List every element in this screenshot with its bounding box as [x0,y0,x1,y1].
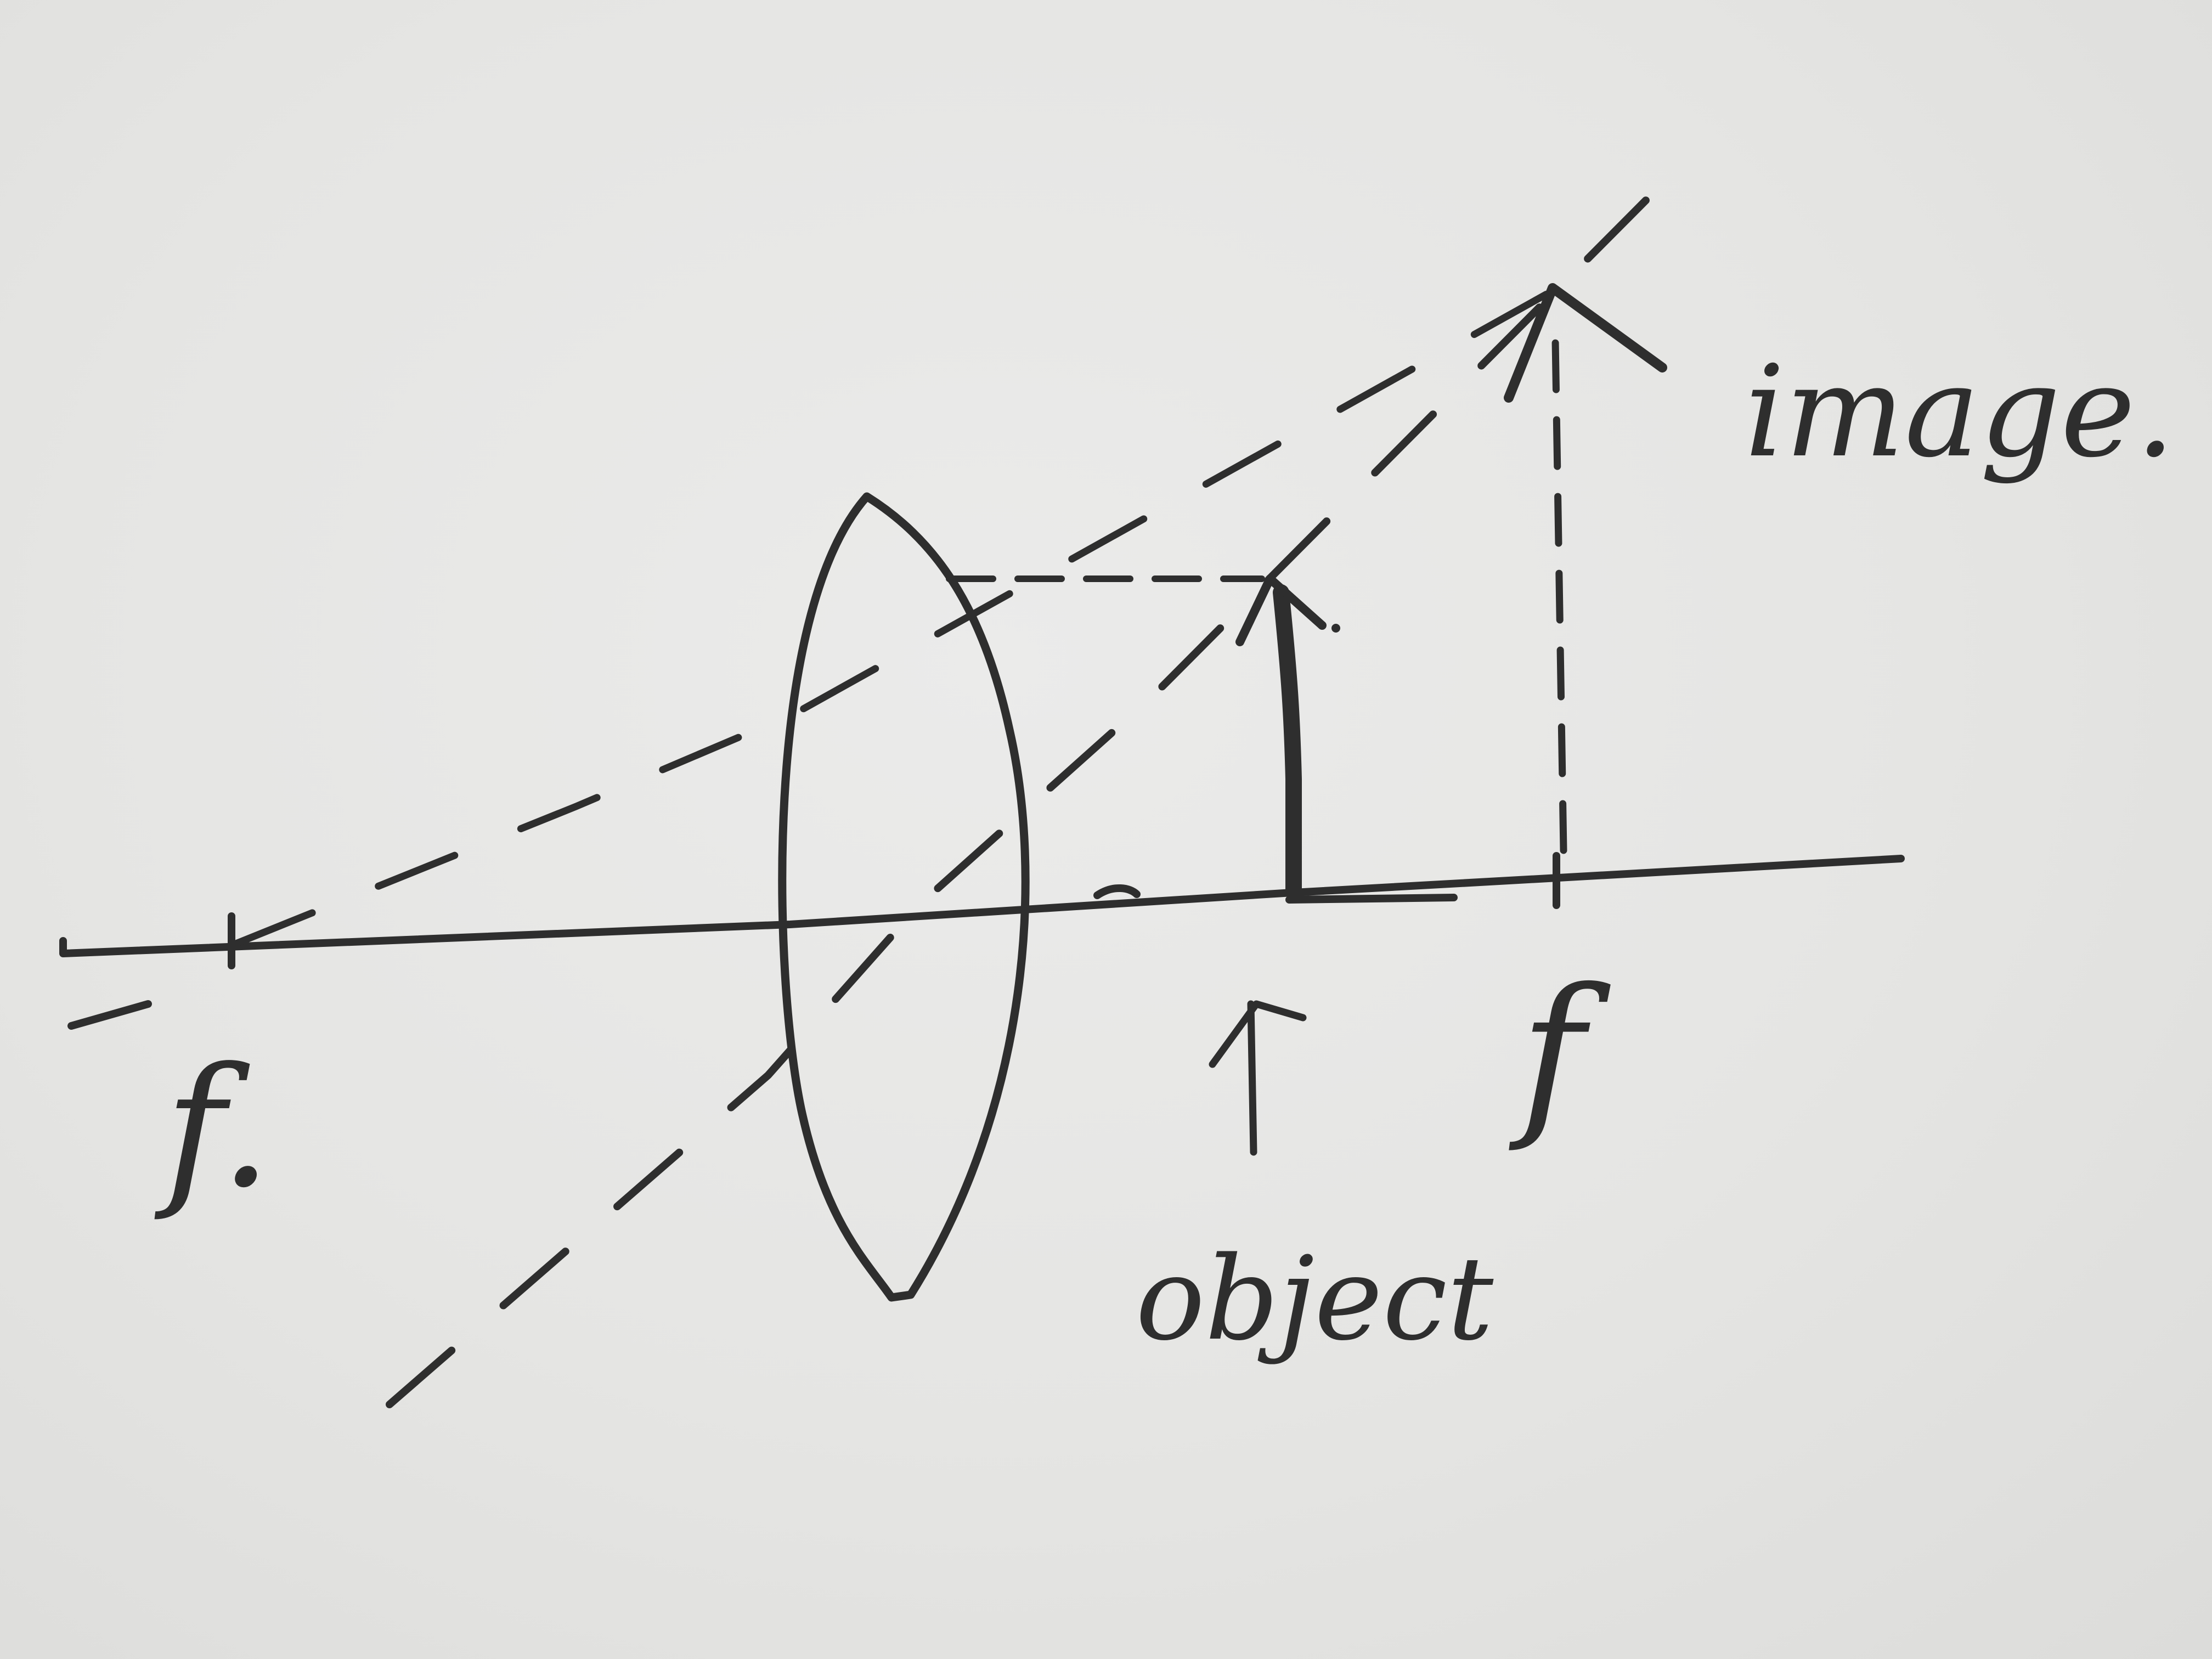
ray-center-extension [386,180,1666,1408]
convex-lens [778,492,1030,1302]
image-label: image. [1745,339,2175,486]
axis-mark [1093,884,1141,899]
object-label: object [1136,1232,1494,1366]
ray-focal-extension [232,287,1556,947]
image-arrow-head [1504,283,1667,403]
image-arrow-shaft [1551,336,1567,854]
object-base-mark [1285,894,1458,904]
object-arrow-shaft [1273,584,1302,900]
focal-label-right: f [1509,951,1613,1155]
principal-axis [59,855,1905,957]
ray-left-dash [67,1000,152,1030]
focal-label-left: f. [154,1032,272,1224]
object-pointer-arrow [1209,1000,1307,1156]
object-arrow-dot [1331,624,1340,633]
